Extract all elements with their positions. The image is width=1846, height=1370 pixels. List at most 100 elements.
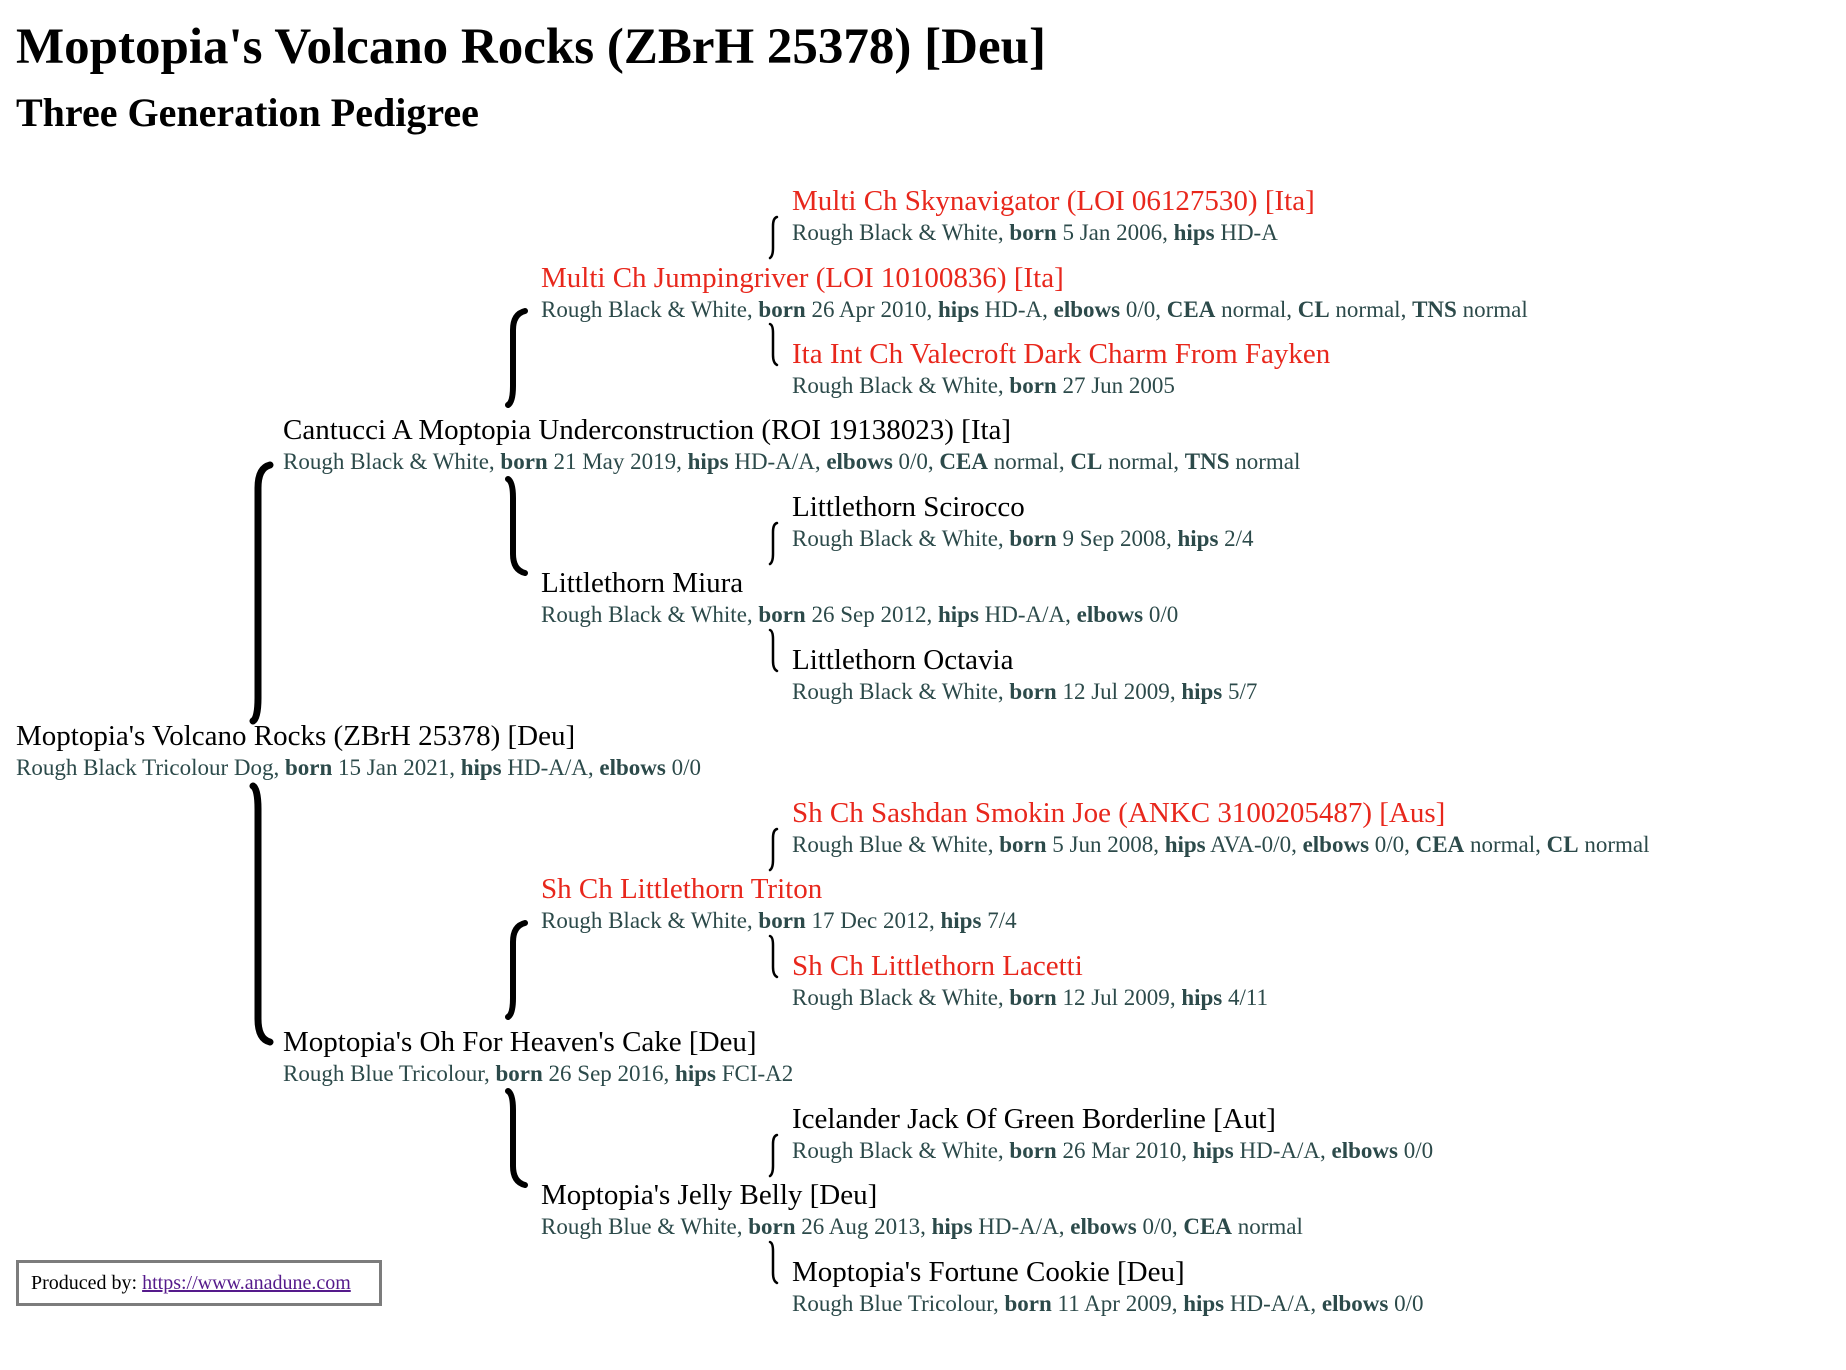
dog-name: Sh Ch Littlethorn Lacetti	[792, 950, 1083, 982]
field-label: elbows	[599, 755, 666, 780]
field-value: 9 Sep 2008	[1062, 526, 1166, 551]
field-value: 11 Apr 2009	[1057, 1291, 1172, 1316]
field-label: hips	[675, 1061, 716, 1086]
field-value: normal	[1335, 297, 1401, 322]
field-value: 4/11	[1228, 985, 1269, 1010]
field-value: 5 Jan 2006	[1062, 220, 1163, 245]
field-label: hips	[1173, 220, 1215, 245]
field-value: HD-A	[984, 297, 1043, 322]
field-label: born	[1009, 1138, 1057, 1163]
dog-name: Icelander Jack Of Green Borderline [Aut]	[792, 1103, 1276, 1135]
field-value: 27 Jun 2005	[1062, 373, 1175, 398]
dog-details: Rough Black & White, born 9 Sep 2008, hi…	[792, 526, 1254, 551]
bracket-dam-dam-sire	[768, 1133, 779, 1178]
field-label: CEA	[939, 449, 988, 474]
field-value: 17 Dec 2012	[811, 908, 929, 933]
field-value: HD-A/A	[1239, 1138, 1320, 1163]
field-label: hips	[1183, 1291, 1225, 1316]
field-label: born	[999, 832, 1047, 857]
dog-details: Rough Black & White, born 26 Mar 2010, h…	[792, 1138, 1434, 1163]
dog-details: Rough Black & White, born 26 Sep 2012, h…	[541, 602, 1179, 627]
bracket-dam-sire-dam	[768, 934, 779, 979]
field-label: born	[1004, 1291, 1052, 1316]
dog-coat: Rough Black & White	[541, 297, 747, 322]
field-value: normal	[1469, 832, 1536, 857]
field-label: hips	[1192, 1138, 1234, 1163]
bracket-subject-sire	[249, 461, 274, 725]
field-value: normal	[1462, 297, 1528, 322]
dog-coat: Rough Blue & White	[541, 1214, 737, 1239]
dog-coat: Rough Black & White	[541, 908, 747, 933]
field-value: 0/0	[1374, 832, 1405, 857]
field-label: CL	[1546, 832, 1579, 857]
dog-coat: Rough Black Tricolour Dog	[16, 755, 274, 780]
dog-details: Rough Black & White, born 21 May 2019, h…	[283, 449, 1301, 474]
field-value: 0/0	[1142, 1214, 1172, 1239]
producer-link[interactable]: https://www.anadune.com	[142, 1272, 351, 1294]
dog-coat: Rough Black & White	[792, 220, 998, 245]
field-label: hips	[1181, 985, 1223, 1010]
pedigree-entry-sire-dam-dam: Littlethorn Octavia Rough Black & White,…	[792, 643, 1257, 707]
field-value: normal	[993, 449, 1059, 474]
bracket-sire-dam-dam	[768, 628, 779, 673]
dog-name: Ita Int Ch Valecroft Dark Charm From Fay…	[792, 338, 1331, 370]
bracket-subject-dam	[249, 782, 274, 1046]
field-label: hips	[1177, 526, 1219, 551]
bracket-sire-sire	[505, 308, 528, 408]
dog-details: Rough Blue & White, born 26 Aug 2013, hi…	[541, 1214, 1303, 1239]
pedigree-entry-dam-dam-sire: Icelander Jack Of Green Borderline [Aut]…	[792, 1102, 1433, 1166]
dog-details: Rough Black Tricolour Dog, born 15 Jan 2…	[16, 755, 701, 780]
dog-coat: Rough Blue Tricolour	[283, 1061, 484, 1086]
dog-details: Rough Black & White, born 26 Apr 2010, h…	[541, 297, 1528, 322]
dog-name: Sh Ch Littlethorn Triton	[541, 873, 823, 905]
dog-details: Rough Blue Tricolour, born 26 Sep 2016, …	[283, 1061, 794, 1086]
field-label: born	[495, 1061, 543, 1086]
field-label: born	[500, 449, 548, 474]
field-label: born	[758, 297, 806, 322]
field-label: born	[1009, 526, 1057, 551]
field-label: elbows	[1053, 297, 1121, 322]
pedigree-entry-sire-sire-sire: Multi Ch Skynavigator (LOI 06127530) [It…	[792, 184, 1315, 248]
dog-coat: Rough Black & White	[283, 449, 489, 474]
dog-name: Cantucci A Moptopia Underconstruction (R…	[283, 414, 1012, 446]
field-value: HD-A/A	[984, 602, 1066, 627]
field-value: FCI-A2	[721, 1061, 794, 1086]
field-label: hips	[460, 755, 502, 780]
pedigree-entry-dam-sire-sire: Sh Ch Sashdan Smokin Joe (ANKC 310020548…	[792, 796, 1650, 860]
field-value: normal	[1108, 449, 1174, 474]
producer-label: Produced by:	[31, 1272, 138, 1294]
field-label: born	[1009, 220, 1057, 245]
field-value: normal	[1237, 1214, 1303, 1239]
field-label: CL	[1070, 449, 1103, 474]
field-value: 26 Sep 2016	[548, 1061, 664, 1086]
dog-coat: Rough Black & White	[541, 602, 747, 627]
field-value: 0/0	[671, 755, 701, 780]
dog-details: Rough Black & White, born 27 Jun 2005	[792, 373, 1175, 398]
dog-details: Rough Blue & White, born 5 Jun 2008, hip…	[792, 832, 1650, 857]
dog-coat: Rough Black & White	[792, 1138, 998, 1163]
field-value: 0/0	[1148, 602, 1179, 627]
field-label: CEA	[1166, 297, 1216, 322]
field-label: born	[1009, 985, 1057, 1010]
pedigree-entry-dam-dam: Moptopia's Jelly Belly [Deu] Rough Blue …	[541, 1178, 1303, 1242]
field-value: 5/7	[1228, 679, 1258, 704]
field-label: born	[758, 908, 806, 933]
field-value: 5 Jun 2008	[1052, 832, 1154, 857]
dog-details: Rough Black & White, born 12 Jul 2009, h…	[792, 985, 1269, 1010]
field-label: born	[284, 755, 333, 780]
dog-name: Moptopia's Jelly Belly [Deu]	[541, 1179, 878, 1211]
dog-name: Moptopia's Oh For Heaven's Cake [Deu]	[283, 1026, 757, 1058]
dog-coat: Rough Black & White	[792, 679, 998, 704]
pedigree-entry-dam-sire: Sh Ch Littlethorn Triton Rough Black & W…	[541, 872, 1017, 936]
bracket-dam-dam	[505, 1088, 528, 1188]
dog-coat: Rough Black & White	[792, 985, 998, 1010]
field-value: normal	[1235, 449, 1301, 474]
field-value: 12 Jul 2009	[1062, 679, 1170, 704]
field-value: HD-A/A	[1229, 1291, 1311, 1316]
field-value: 15 Jan 2021	[338, 755, 450, 780]
dog-name: Littlethorn Miura	[541, 567, 744, 599]
dog-coat: Rough Blue & White	[792, 832, 988, 857]
field-label: born	[1009, 679, 1057, 704]
dog-name: Sh Ch Sashdan Smokin Joe (ANKC 310020548…	[792, 797, 1446, 829]
field-value: normal	[1221, 297, 1287, 322]
